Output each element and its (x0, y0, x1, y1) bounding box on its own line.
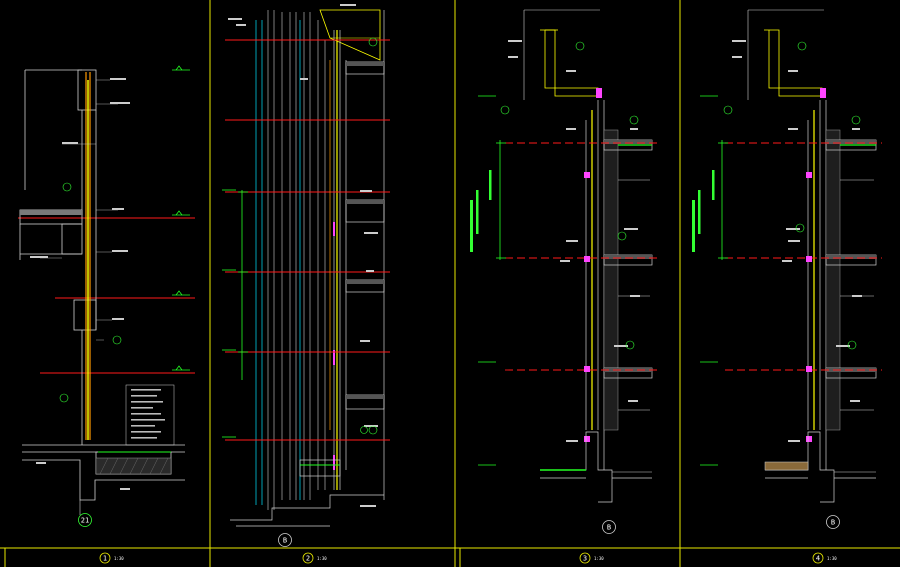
section-1-detail-mark (78, 513, 92, 527)
section-4-drawing: B (692, 9, 882, 529)
section-4-title: 4 1:30 (812, 552, 837, 564)
section-3-detail-mark (602, 520, 616, 534)
section-2-title: 2 1:30 (302, 552, 327, 564)
section-3-title: 3 1:30 (579, 552, 604, 564)
section-4-detail-label: B (831, 519, 835, 527)
section-2-drawing: B (222, 4, 390, 547)
section-3-view-number: 3 (583, 555, 587, 563)
section-1-view-number: 1 (103, 555, 107, 563)
title-strip: 1 1:30 2 1:30 3 1:30 4 1:30 (99, 552, 837, 564)
section-3-scale: 1:30 (594, 556, 604, 561)
section-1-drawing: 21 (18, 65, 195, 527)
section-4-scale: 1:30 (827, 556, 837, 561)
section-3-detail-label: B (607, 524, 611, 532)
section-1-title: 1 1:30 (99, 552, 124, 564)
section-2-detail-label: B (283, 537, 287, 545)
section-2-scale: 1:30 (317, 556, 327, 561)
section-2-view-number: 2 (306, 555, 310, 563)
section-1-detail-label: 21 (81, 517, 89, 525)
section-4-view-number: 4 (816, 555, 820, 563)
section-2-detail-mark (278, 533, 292, 547)
section-4-detail-mark (826, 515, 840, 529)
section-1-scale: 1:30 (114, 556, 124, 561)
section-3-drawing: B (470, 9, 660, 534)
